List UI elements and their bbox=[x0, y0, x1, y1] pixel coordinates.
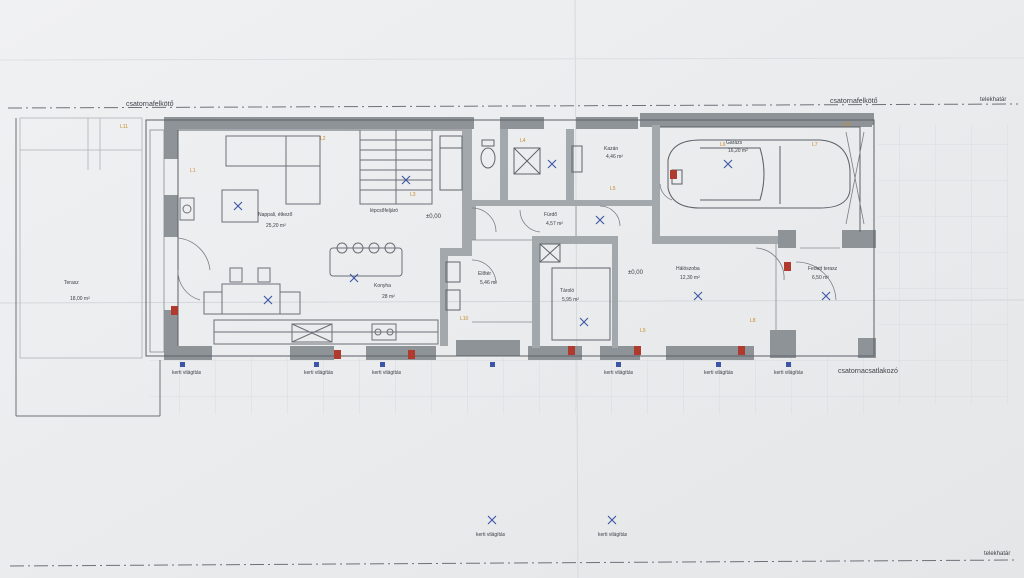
boundary-label-right-side: csatornacsatlakozó bbox=[838, 368, 898, 375]
property-line-north bbox=[7, 103, 1019, 109]
room-area-garage: 16,20 m² bbox=[728, 148, 748, 154]
outdoor-label-4: kerti világítás bbox=[604, 370, 634, 376]
svg-text:L7: L7 bbox=[812, 142, 818, 148]
room-area-bedroom: 12,30 m² bbox=[680, 275, 700, 281]
svg-text:L4: L4 bbox=[520, 138, 526, 144]
outdoor-light-markers bbox=[180, 362, 791, 367]
level-mark-1: ±0,00 bbox=[426, 214, 442, 220]
paper-fold bbox=[574, 0, 579, 578]
svg-text:L11: L11 bbox=[120, 124, 128, 130]
room-area-bath: 4,57 m² bbox=[546, 221, 563, 227]
room-name-kitchen: Konyha bbox=[374, 283, 391, 289]
room-name-living: Nappali, étkező bbox=[258, 212, 293, 218]
boundary-label-top-left: csatornafelkötő bbox=[126, 101, 174, 108]
kitchen-counter bbox=[213, 319, 439, 345]
room-labels: Terasz 18,00 m² Nappali, étkező 25,20 m²… bbox=[64, 140, 838, 303]
terrace-deck bbox=[19, 117, 143, 359]
paper-fold bbox=[0, 299, 1024, 304]
bottom-light-label-1: kerti világítás bbox=[476, 532, 506, 538]
technical-room bbox=[539, 243, 611, 341]
room-area-storage: 5,95 m² bbox=[562, 297, 579, 303]
svg-text:L3: L3 bbox=[410, 192, 416, 198]
property-line-south bbox=[9, 559, 1019, 567]
outdoor-label-6: kerti világítás bbox=[774, 370, 804, 376]
boundary-label-top-far-right: telekhatár bbox=[980, 97, 1006, 103]
interior-walls bbox=[440, 125, 778, 348]
svg-text:L2: L2 bbox=[320, 136, 326, 142]
room-area-kitchen: 28 m² bbox=[382, 294, 395, 300]
electrical-markers bbox=[171, 170, 791, 359]
bottom-light-label-2: kerti világítás bbox=[598, 532, 628, 538]
svg-text:L8: L8 bbox=[750, 318, 756, 324]
outdoor-label-2: kerti világítás bbox=[304, 370, 334, 376]
room-name-garage: Garázs bbox=[726, 140, 743, 146]
stairs-label: lépcsőfeljáró bbox=[370, 208, 398, 214]
garage-door bbox=[845, 131, 865, 225]
inner-detail-lines bbox=[149, 129, 840, 353]
room-name-hall: Előtér bbox=[478, 271, 491, 277]
ceiling-light-fixtures bbox=[233, 159, 831, 525]
paving-south bbox=[150, 358, 890, 414]
svg-text:L5: L5 bbox=[610, 186, 616, 192]
room-area-covered-terrace: 6,50 m² bbox=[812, 275, 829, 281]
room-area-living: 25,20 m² bbox=[266, 223, 286, 229]
bathroom-fixtures bbox=[439, 135, 583, 311]
outdoor-labels: kerti világítás kerti világítás kerti vi… bbox=[172, 370, 804, 538]
outdoor-label-3: kerti világítás bbox=[372, 370, 402, 376]
paper-fold bbox=[0, 57, 1024, 61]
paving-east bbox=[878, 125, 1008, 405]
room-name-boiler: Kazán bbox=[604, 146, 618, 152]
outdoor-label-1: kerti világítás bbox=[172, 370, 202, 376]
room-area-hall: 5,46 m² bbox=[480, 280, 497, 286]
room-name-bedroom: Hálószoba bbox=[676, 266, 700, 272]
svg-text:L10: L10 bbox=[460, 316, 469, 322]
svg-text:L6: L6 bbox=[720, 142, 726, 148]
room-name-bath: Fürdő bbox=[544, 212, 557, 218]
room-name-storage: Tároló bbox=[560, 288, 574, 294]
svg-text:L9: L9 bbox=[640, 328, 646, 334]
boundary-label-top-right: csatornafelkötő bbox=[830, 98, 878, 105]
svg-text:L1: L1 bbox=[190, 168, 196, 174]
level-mark-2: ±0,00 bbox=[628, 270, 644, 276]
room-name-covered-terrace: Fedett terasz bbox=[808, 266, 838, 272]
outdoor-label-5: kerti világítás bbox=[704, 370, 734, 376]
staircase bbox=[359, 129, 433, 205]
door-swings bbox=[177, 183, 837, 301]
room-area-terrace: 18,00 m² bbox=[70, 296, 90, 302]
room-area-boiler: 4,46 m² bbox=[606, 154, 623, 160]
living-furniture bbox=[179, 135, 403, 315]
svg-text:L12: L12 bbox=[842, 122, 851, 128]
room-name-terrace: Terasz bbox=[64, 280, 79, 286]
boundary-label-bottom-right: telekhatár bbox=[984, 551, 1010, 557]
